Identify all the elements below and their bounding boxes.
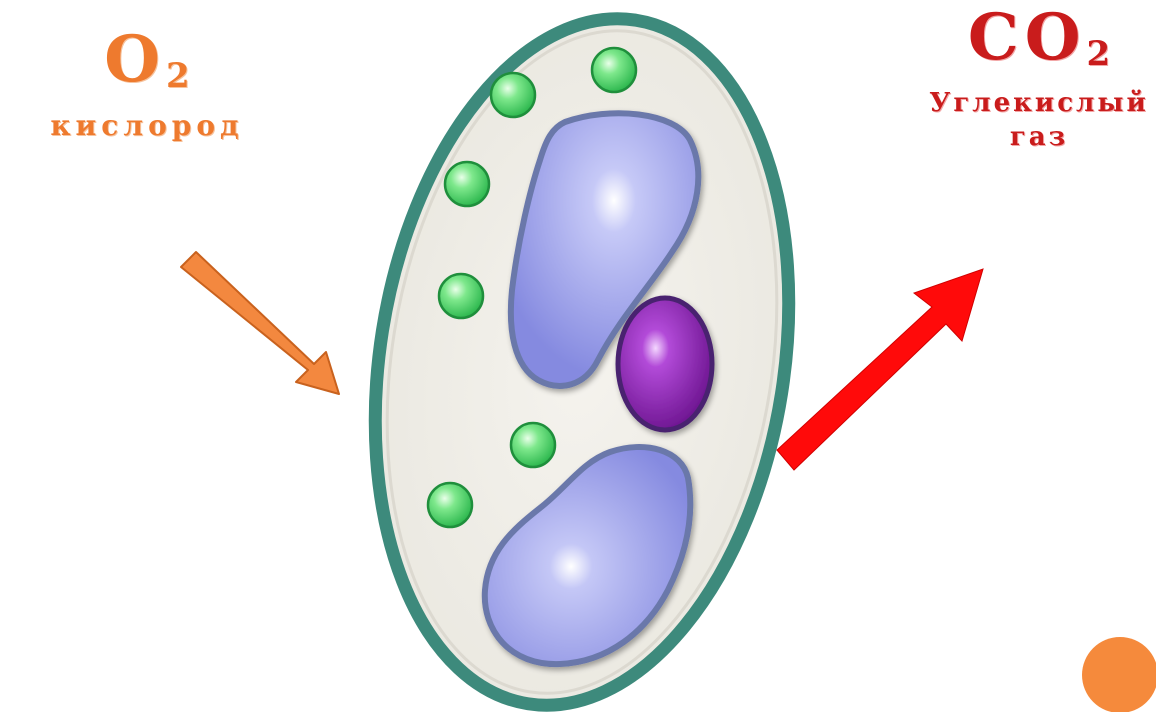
oxygen-arrow-shape bbox=[181, 252, 339, 394]
carbon-dioxide-name-line2: газ bbox=[924, 120, 1154, 154]
chloroplast bbox=[445, 162, 489, 206]
oxygen-formula: O2 bbox=[12, 28, 282, 108]
chloroplast bbox=[439, 274, 483, 318]
carbon-dioxide-label: CO2 Углекислый газ bbox=[924, 6, 1154, 154]
carbon-dioxide-arrow bbox=[777, 269, 983, 470]
chloroplast bbox=[592, 48, 636, 92]
carbon-dioxide-formula-main: CO bbox=[968, 0, 1087, 75]
carbon-dioxide-formula-sub: 2 bbox=[1087, 34, 1111, 74]
carbon-dioxide-formula: CO2 bbox=[924, 6, 1154, 86]
chloroplast bbox=[428, 483, 472, 527]
oxygen-name: кислород bbox=[12, 108, 282, 144]
carbon-dioxide-arrow-shape bbox=[777, 269, 983, 470]
oxygen-formula-sub: 2 bbox=[166, 56, 190, 96]
oxygen-label: O2 кислород bbox=[12, 28, 282, 144]
chloroplast bbox=[491, 73, 535, 117]
corner-dot bbox=[1082, 637, 1156, 712]
chloroplast bbox=[511, 423, 555, 467]
oxygen-arrow bbox=[181, 252, 339, 394]
nucleus bbox=[618, 298, 712, 430]
oxygen-formula-main: O bbox=[104, 22, 166, 97]
carbon-dioxide-name-line1: Углекислый bbox=[924, 86, 1154, 120]
